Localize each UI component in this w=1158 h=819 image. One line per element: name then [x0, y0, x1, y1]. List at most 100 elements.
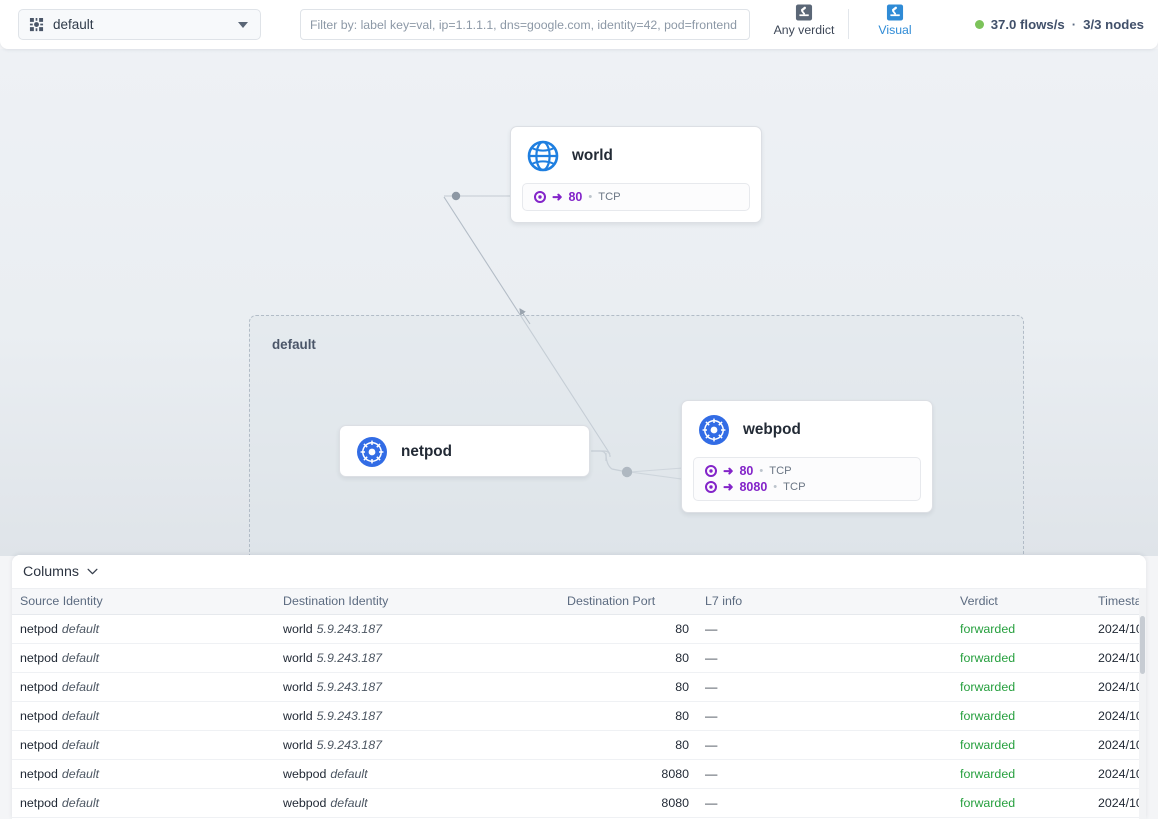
port-protocol: TCP	[783, 481, 806, 493]
node-ports-list: ➜ 80 • TCP ➜ 8080 • TCP	[693, 457, 921, 501]
port-protocol: TCP	[769, 465, 792, 477]
cell-destination-port: 8080	[559, 759, 697, 789]
cell-verdict: forwarded	[952, 817, 1090, 819]
column-header-timestamp[interactable]: Timestamp	[1090, 588, 1146, 615]
node-title: webpod	[743, 421, 801, 438]
flows-table-scrollbar[interactable]	[1139, 588, 1146, 819]
destination-namespace: 5.9.243.187	[316, 709, 383, 723]
cell-timestamp: 2024/10/26 16:38:37 (...	[1090, 817, 1146, 819]
destination-namespace: 5.9.243.187	[316, 680, 383, 694]
visual-mode-button[interactable]: Visual	[853, 4, 937, 45]
status-dot-icon	[974, 20, 984, 29]
status-badge: forwarded	[960, 796, 1016, 810]
source-namespace: default	[61, 622, 100, 636]
destination-namespace: 5.9.243.187	[316, 738, 383, 752]
node-ports-list: ➜ 80 • TCP	[522, 183, 750, 211]
column-header-verdict[interactable]: Verdict	[952, 588, 1090, 615]
visual-mode-label: Visual	[878, 23, 912, 37]
cell-destination-port: 80	[559, 672, 697, 702]
source-namespace: default	[61, 738, 100, 752]
gavel-icon	[795, 4, 813, 21]
flows-table-header: Source Identity Destination Identity Des…	[12, 588, 1146, 615]
nodes-count: 3/3 nodes	[1083, 17, 1144, 32]
source-namespace: default	[61, 767, 100, 781]
status-separator: ·	[1071, 17, 1077, 32]
namespace-selector[interactable]: default	[18, 9, 261, 40]
flows-table: Source Identity Destination Identity Des…	[12, 588, 1146, 819]
cell-l7-info: —	[697, 759, 952, 789]
cell-timestamp: 2024/10/26 16:39:22 (...	[1090, 759, 1146, 789]
port-row[interactable]: ➜ 8080 • TCP	[694, 479, 920, 495]
table-header-row: Source Identity Destination Identity Des…	[12, 588, 1146, 615]
port-row[interactable]: ➜ 80 • TCP	[694, 463, 920, 479]
cell-destination-port: 80	[559, 701, 697, 731]
cell-l7-info: —	[697, 817, 952, 819]
cell-destination-port: 8080	[559, 788, 697, 818]
cell-verdict: forwarded	[952, 730, 1090, 760]
node-header: world	[511, 127, 761, 183]
cell-l7-info: —	[697, 643, 952, 673]
column-header-l7-info[interactable]: L7 info	[697, 588, 952, 615]
column-header-source-identity[interactable]: Source Identity	[12, 588, 275, 615]
status-badge: forwarded	[960, 651, 1016, 665]
namespace-group-label: default	[272, 337, 316, 352]
verdict-filter-button[interactable]: Any verdict	[762, 4, 846, 45]
flows-rate: 37.0 flows/s	[990, 17, 1065, 32]
cell-verdict: forwarded	[952, 788, 1090, 818]
namespace-selector-value: default	[53, 17, 94, 32]
scrollbar-thumb[interactable]	[1140, 616, 1145, 674]
cell-timestamp: 2024/10/26 16:40:23 (...	[1090, 701, 1146, 731]
kubernetes-icon	[699, 415, 729, 445]
cell-destination-port: 80	[559, 614, 697, 644]
source-namespace: default	[61, 651, 100, 665]
namespace-cube-icon	[29, 17, 44, 32]
graph-node-netpod[interactable]: netpod	[339, 425, 590, 477]
filter-input[interactable]	[300, 9, 750, 40]
status-badge: forwarded	[960, 680, 1016, 694]
port-row[interactable]: ➜ 80 • TCP	[523, 189, 749, 205]
graph-node-world[interactable]: world ➜ 80 • TCP	[510, 126, 762, 223]
cell-l7-info: —	[697, 701, 952, 731]
columns-dropdown-label: Columns	[23, 563, 79, 580]
columns-dropdown[interactable]: Columns	[12, 555, 1146, 588]
port-target-icon	[705, 481, 717, 493]
cell-timestamp: 2024/10/26 16:40:23 (...	[1090, 643, 1146, 673]
column-header-destination-identity[interactable]: Destination Identity	[275, 588, 559, 615]
flows-table-panel: Columns Source Identity Destination Iden…	[12, 555, 1146, 819]
cell-l7-info: —	[697, 730, 952, 760]
cell-verdict: forwarded	[952, 614, 1090, 644]
kubernetes-icon	[357, 437, 387, 467]
table-row[interactable]: netpoddefaultwebpoddefault8080—forwarded…	[12, 817, 1146, 819]
gavel-icon	[886, 4, 904, 21]
port-separator-dot: •	[588, 191, 593, 203]
graph-node-webpod[interactable]: webpod ➜ 80 • TCP ➜ 8080 •	[681, 400, 933, 513]
chevron-down-icon	[238, 21, 248, 28]
cell-verdict: forwarded	[952, 672, 1090, 702]
port-arrow-icon: ➜	[723, 464, 734, 478]
port-number: 8080	[739, 480, 768, 494]
column-header-destination-port[interactable]: Destination Port	[559, 588, 697, 615]
toolbar-divider	[848, 9, 849, 39]
service-map-canvas[interactable]: default world ➜ 80 • TCP	[0, 49, 1158, 556]
cell-l7-info: —	[697, 614, 952, 644]
destination-namespace: 5.9.243.187	[316, 651, 383, 665]
destination-namespace: default	[330, 796, 368, 810]
